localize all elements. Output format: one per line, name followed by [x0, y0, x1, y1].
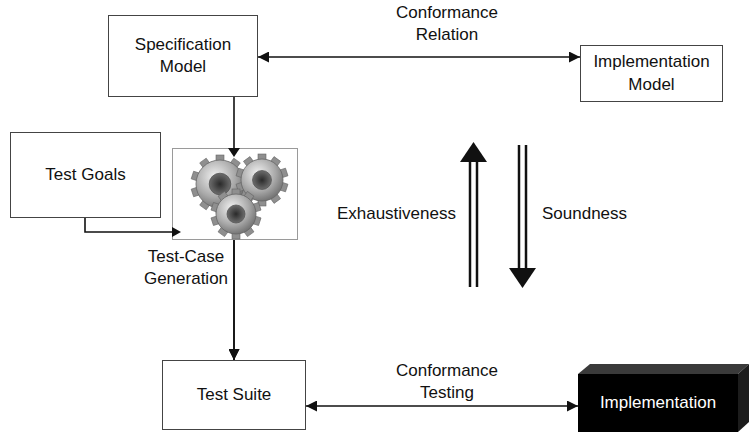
box-text: Specification Model [117, 34, 249, 78]
specification-box: Specification Model [108, 15, 258, 97]
connector-arrow [306, 405, 578, 407]
gear [211, 189, 261, 239]
box-text: Implementation [600, 392, 716, 414]
edge-label: Conformance Relation [389, 2, 505, 46]
implementation-box: Implementation [578, 374, 738, 432]
box-text: Implementation Model [589, 51, 714, 95]
test-goals-box: Test Goals [10, 132, 161, 218]
gears-illustration [172, 148, 298, 240]
arrow-label: Soundness [540, 203, 664, 225]
edge-label: Conformance Testing [389, 360, 505, 404]
implementation-black-box [578, 364, 749, 432]
box-text: Test Suite [197, 384, 272, 406]
box-text: Test Goals [45, 164, 125, 186]
connector-arrow [258, 56, 580, 58]
implementation-model-box: Implementation Model [580, 45, 723, 102]
arrow-label: Exhaustiveness [314, 203, 458, 225]
edge-label: Test-Case Generation [140, 246, 232, 290]
test-suite-box: Test Suite [162, 360, 306, 430]
exhaustiveness-arrow [460, 142, 487, 287]
soundness-arrow [509, 145, 536, 288]
